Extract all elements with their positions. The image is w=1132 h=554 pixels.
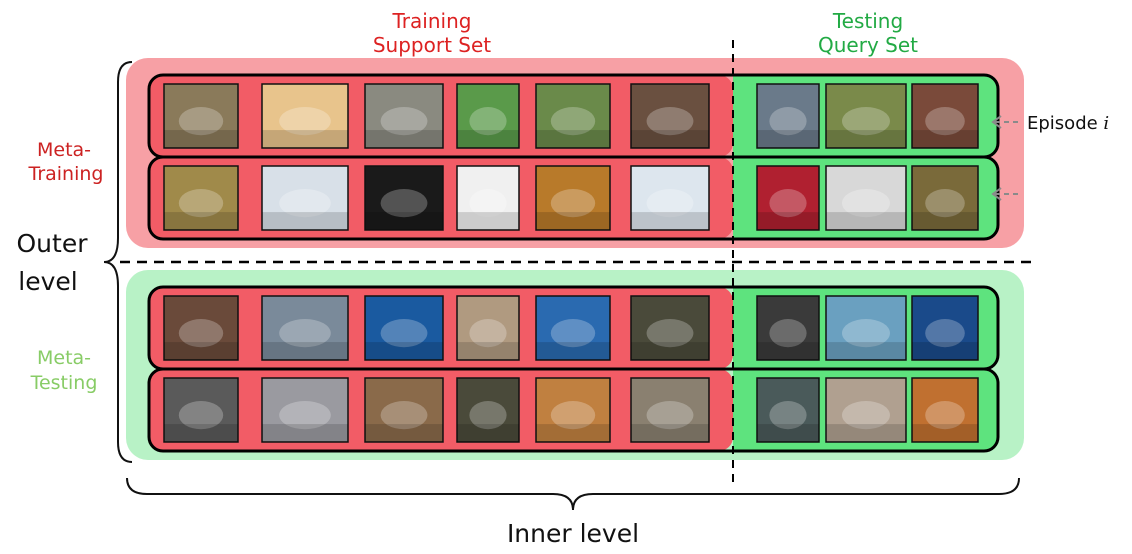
meta-training-label-line1: Meta- [37,139,91,161]
outer-level-label-line1: Outer [17,229,89,258]
image-thumbnail: pangolin [630,377,710,443]
episode-rows: horsepomeranian dogmillipedewhite spitz … [147,73,1000,453]
image-thumbnail: otter [630,295,710,361]
outer-level-label-line2: level [18,267,77,296]
image-thumbnail: millipede [911,83,979,149]
inner-level-brace [126,477,1020,511]
image-thumbnail: platypus [756,377,820,443]
episode-arrow-1 [991,115,1018,129]
image-thumbnail: platypus [456,377,520,443]
image-thumbnail: polar bear [261,165,349,231]
episode-arrow-2 [991,187,1018,201]
image-thumbnail: lion [535,165,611,231]
image-thumbnail: otter [163,295,239,361]
image-thumbnail: shark [911,295,979,361]
image-thumbnail: pangolin [825,377,907,443]
image-thumbnail: tiger [911,377,979,443]
image-thumbnail: grand piano [456,165,520,231]
episode-row: platypuswhite tigerpangolinplatypustiger… [147,367,1000,453]
training-heading-line1: Training [392,9,472,33]
image-thumbnail: brown horse [825,83,907,149]
image-thumbnail: otter [825,295,907,361]
image-thumbnail: shark [535,295,611,361]
image-thumbnail: white spitz dog [456,83,520,149]
meta-training-label-line2: Training [28,163,104,185]
image-thumbnail: pomeranian dog [261,83,349,149]
image-thumbnail: millipede [630,83,710,149]
training-heading-line2: Support Set [373,33,491,57]
testing-heading-line1: Testing [832,9,903,33]
inner-level-label: Inner level [507,519,639,548]
image-thumbnail: husky with cat [756,83,820,149]
image-thumbnail: red piano [756,165,820,231]
image-thumbnail: lion [163,165,239,231]
image-thumbnail: pangolin [364,377,444,443]
image-thumbnail: platypus [163,377,239,443]
image-thumbnail: cat [456,295,520,361]
episode-row: lionpolar bearpiano keysgrand pianolionp… [147,155,1000,241]
outer-level-brace [103,61,133,463]
meta-testing-label-line2: Testing [30,372,98,394]
image-thumbnail: otter [261,295,349,361]
image-thumbnail: shark [364,295,444,361]
episode-row: horsepomeranian dogmillipedewhite spitz … [147,73,1000,159]
image-thumbnail: polar bear in snow [825,165,907,231]
image-thumbnail: horse [163,83,239,149]
image-thumbnail: piano keys [364,165,444,231]
episode-border [147,367,1000,453]
image-thumbnail: cat [756,295,820,361]
image-thumbnail: lion [911,165,979,231]
testing-heading-line2: Query Set [818,33,918,57]
image-thumbnail: tiger [535,377,611,443]
image-thumbnail: white horse [535,83,611,149]
image-thumbnail: white tiger [261,377,349,443]
episode-row: otterottersharkcatsharkottercatottershar… [147,285,1000,371]
meta-testing-label-line1: Meta- [37,347,91,369]
image-thumbnail: millipede [364,83,444,149]
image-thumbnail: polar bear [630,165,710,231]
episode-label: Episode i [1027,113,1109,134]
